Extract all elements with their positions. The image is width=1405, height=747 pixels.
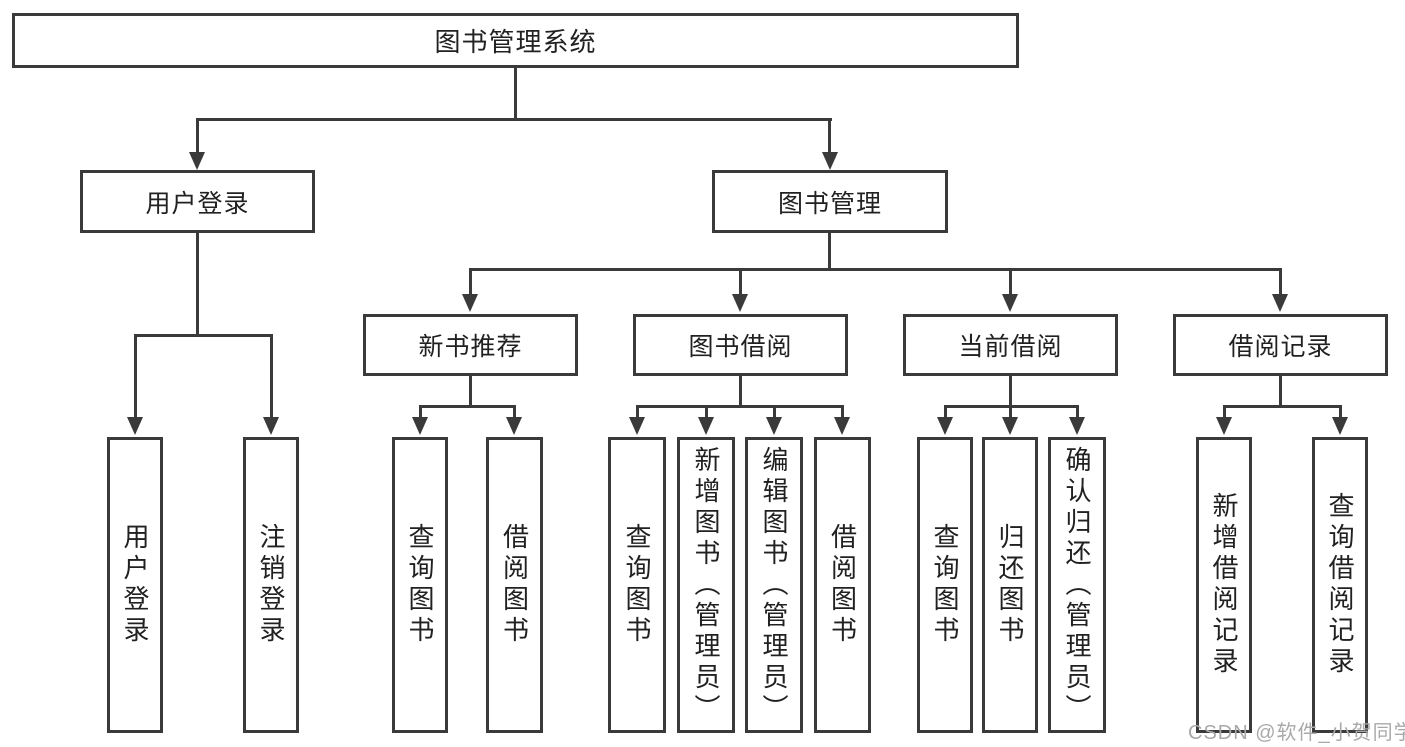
arrow-down-icon xyxy=(263,417,279,435)
leaf-newbook-borrow-book-label: 借阅图书 xyxy=(499,523,530,647)
connector-currentborrow-stem-3 xyxy=(1076,405,1079,419)
node-book-management: 图书管理 xyxy=(712,170,948,233)
connector-bookborrow-vline xyxy=(739,375,742,407)
connector-bookmgmt-hline xyxy=(469,268,1282,271)
connector-userlogin-hline xyxy=(134,334,273,337)
node-book-borrow-label: 图书借阅 xyxy=(688,333,793,361)
node-current-borrow-label: 当前借阅 xyxy=(958,333,1063,361)
node-user-login: 用户登录 xyxy=(80,170,315,233)
connector-borrowrecord-stem-2 xyxy=(1339,405,1342,419)
connector-bookmgmt-stem-3 xyxy=(1009,268,1012,296)
connector-borrowrecord-stem-1 xyxy=(1223,405,1226,419)
arrow-down-icon xyxy=(822,152,838,170)
arrow-down-icon xyxy=(732,294,748,312)
leaf-borrow-add-book-label: 新增图书（管理员） xyxy=(691,445,721,725)
leaf-current-query-book-label: 查询图书 xyxy=(930,523,960,647)
node-root-label: 图书管理系统 xyxy=(434,27,597,57)
leaf-current-confirm-return: 确认归还（管理员） xyxy=(1048,437,1106,733)
connector-newbook-stem-1 xyxy=(419,405,422,419)
leaf-newbook-query-book: 查询图书 xyxy=(392,437,448,733)
leaf-newbook-query-book-label: 查询图书 xyxy=(405,523,435,647)
node-borrow-record-label: 借阅记录 xyxy=(1228,333,1333,361)
connector-bookborrow-stem-1 xyxy=(636,405,639,419)
leaf-borrow-add-book: 新增图书（管理员） xyxy=(677,437,735,733)
connector-bookmgmt-vline xyxy=(828,232,831,270)
arrow-down-icon xyxy=(1002,417,1018,435)
connector-newbook-vline xyxy=(469,375,472,407)
node-root: 图书管理系统 xyxy=(12,13,1019,68)
arrow-down-icon xyxy=(834,417,850,435)
leaf-record-query-record: 查询借阅记录 xyxy=(1312,437,1368,733)
arrow-down-icon xyxy=(698,417,714,435)
leaf-current-query-book: 查询图书 xyxy=(917,437,973,733)
connector-bookmgmt-stem-2 xyxy=(739,268,742,296)
leaf-record-query-record-label: 查询借阅记录 xyxy=(1325,492,1355,678)
leaf-record-add-record: 新增借阅记录 xyxy=(1196,437,1252,733)
node-user-login-label: 用户登录 xyxy=(145,189,250,218)
connector-newbook-stem-2 xyxy=(513,405,516,419)
leaf-borrow-edit-book-label: 编辑图书（管理员） xyxy=(759,445,789,725)
connector-borrowrecord-hline xyxy=(1223,405,1342,408)
arrow-down-icon xyxy=(1332,417,1348,435)
connector-currentborrow-stem-2 xyxy=(1009,405,1012,419)
connector-root-right-stem xyxy=(828,118,831,154)
leaf-logout-label: 注销登录 xyxy=(256,523,286,647)
leaf-newbook-borrow-book: 借阅图书 xyxy=(486,437,543,733)
arrow-down-icon xyxy=(1002,294,1018,312)
connector-bookborrow-stem-4 xyxy=(841,405,844,419)
arrow-down-icon xyxy=(412,417,428,435)
arrow-down-icon xyxy=(127,417,143,435)
arrow-down-icon xyxy=(1069,417,1085,435)
connector-userlogin-vline xyxy=(196,232,199,336)
arrow-down-icon xyxy=(506,417,522,435)
connector-userlogin-stem-2 xyxy=(270,334,273,418)
leaf-borrow-query-book-label: 查询图书 xyxy=(622,523,652,647)
connector-newbook-hline xyxy=(419,405,516,408)
connector-root-left-stem xyxy=(196,118,199,154)
leaf-user-login-label: 用户登录 xyxy=(120,523,150,647)
leaf-user-login: 用户登录 xyxy=(107,437,163,733)
leaf-borrow-query-book: 查询图书 xyxy=(608,437,666,733)
arrow-down-icon xyxy=(1216,417,1232,435)
arrow-down-icon xyxy=(629,417,645,435)
node-book-management-label: 图书管理 xyxy=(777,189,882,218)
arrow-down-icon xyxy=(189,152,205,170)
node-new-book-recommend-label: 新书推荐 xyxy=(418,333,523,361)
arrow-down-icon xyxy=(937,417,953,435)
connector-root-vline xyxy=(514,67,517,120)
leaf-borrow-edit-book: 编辑图书（管理员） xyxy=(745,437,803,733)
node-borrow-record: 借阅记录 xyxy=(1173,314,1388,376)
leaf-logout: 注销登录 xyxy=(243,437,299,733)
leaf-borrow-borrow-book-label: 借阅图书 xyxy=(827,523,858,647)
watermark: CSDN @软件_小贺同学 xyxy=(1188,722,1405,744)
connector-bookmgmt-stem-4 xyxy=(1279,268,1282,296)
leaf-current-return-book-label: 归还图书 xyxy=(995,523,1025,647)
leaf-current-return-book: 归还图书 xyxy=(982,437,1038,733)
connector-bookborrow-stem-3 xyxy=(773,405,776,419)
connector-bookborrow-hline xyxy=(636,405,844,408)
node-current-borrow: 当前借阅 xyxy=(903,314,1118,376)
leaf-record-add-record-label: 新增借阅记录 xyxy=(1209,492,1239,678)
leaf-current-confirm-return-label: 确认归还（管理员） xyxy=(1062,445,1092,725)
connector-userlogin-stem-1 xyxy=(134,334,137,418)
leaf-borrow-borrow-book: 借阅图书 xyxy=(814,437,871,733)
connector-currentborrow-stem-1 xyxy=(944,405,947,419)
arrow-down-icon xyxy=(1272,294,1288,312)
connector-root-hline xyxy=(196,118,832,121)
node-book-borrow: 图书借阅 xyxy=(633,314,848,376)
connector-borrowrecord-vline xyxy=(1279,375,1282,407)
connector-bookborrow-stem-2 xyxy=(705,405,708,419)
node-new-book-recommend: 新书推荐 xyxy=(363,314,578,376)
arrow-down-icon xyxy=(462,294,478,312)
connector-currentborrow-vline xyxy=(1009,375,1012,407)
connector-bookmgmt-stem-1 xyxy=(469,268,472,296)
arrow-down-icon xyxy=(766,417,782,435)
